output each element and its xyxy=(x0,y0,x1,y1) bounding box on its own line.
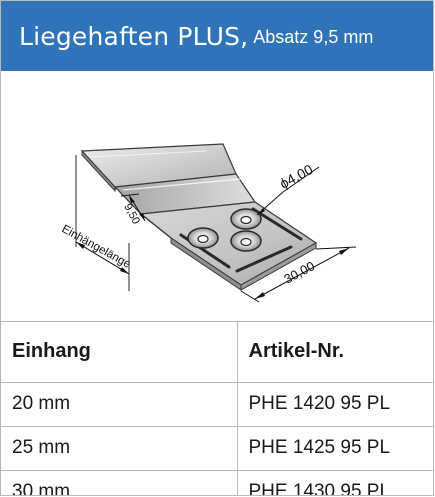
bracket-drawing: ϕ4,00 30,00 9,50 xyxy=(60,143,357,303)
cell-artikel-nr: PHE 1430 95 PL xyxy=(248,481,391,496)
column-header-artikel: Artikel-Nr. xyxy=(237,322,433,383)
spec-table: Einhang Artikel-Nr. 20 mm PHE 1420 95 PL… xyxy=(1,322,433,496)
column-header-einhang: Einhang xyxy=(1,322,238,383)
cell-einhang: 30 mm xyxy=(1,470,238,495)
cell-einhang: 20 mm xyxy=(1,382,238,427)
table-row: 20 mm PHE 1420 95 PL xyxy=(1,382,433,427)
hole-diameter-label: ϕ4,00 xyxy=(277,161,316,192)
header-bar: Liegehaften PLUS, Absatz 9,5 mm xyxy=(1,1,433,71)
table-header-row: Einhang Artikel-Nr. xyxy=(1,322,433,383)
product-title: Liegehaften PLUS, xyxy=(19,21,249,51)
table-row: 25 mm PHE 1425 95 PL xyxy=(1,426,433,471)
technical-drawing: ϕ4,00 30,00 9,50 xyxy=(1,71,433,322)
cell-artikel-nr: PHE 1425 95 PL xyxy=(237,426,433,471)
length-label: Einhängelänge xyxy=(60,223,133,271)
cell-artikel-nr: PHE 1420 95 PL xyxy=(237,382,433,427)
product-subtitle: Absatz 9,5 mm xyxy=(253,26,374,47)
cell-einhang: 25 mm xyxy=(1,426,238,471)
hole-diameter-dimension: ϕ4,00 xyxy=(256,161,320,216)
mounting-holes xyxy=(187,208,262,252)
lower-plate-shape xyxy=(139,201,318,291)
table-row: 30 mm PHE 1430 95 PL xyxy=(1,470,433,496)
